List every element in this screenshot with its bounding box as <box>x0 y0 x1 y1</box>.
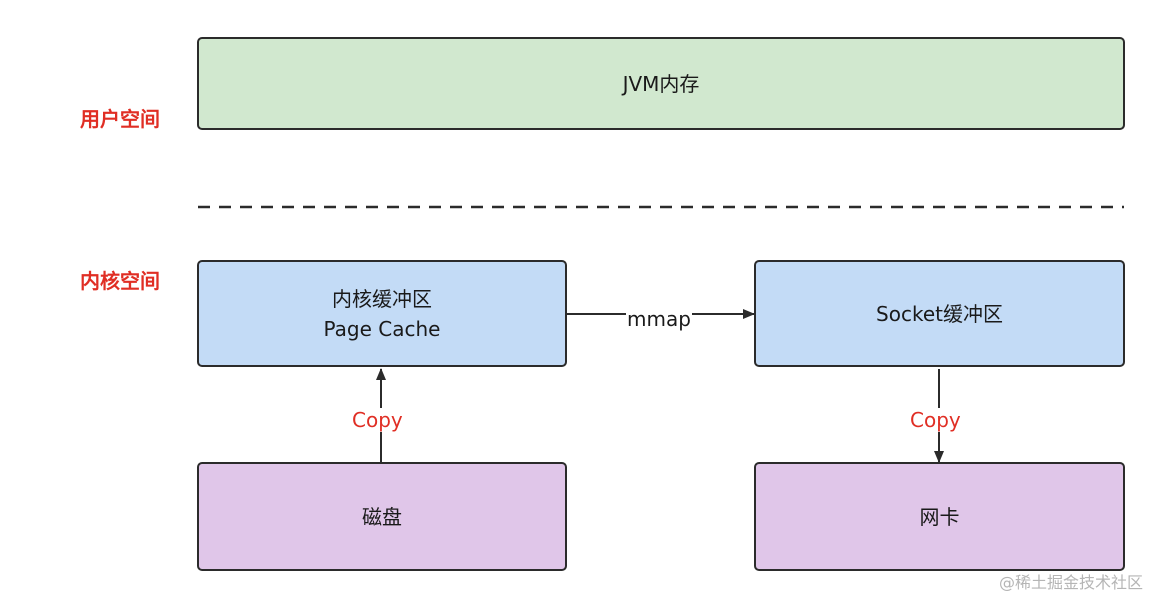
kernel-buffer-title: 内核缓冲区 <box>332 286 432 311</box>
jvm-memory-text: JVM内存 <box>622 71 700 96</box>
nic-text: 网卡 <box>919 504 960 529</box>
nic-box: 网卡 <box>754 462 1125 571</box>
copy-label-nic: Copy <box>910 408 961 432</box>
socket-buffer-box: Socket缓冲区 <box>754 260 1125 367</box>
kernel-buffer-box: 内核缓冲区 Page Cache <box>197 260 567 367</box>
user-space-label: 用户空间 <box>80 107 160 131</box>
disk-text: 磁盘 <box>362 504 402 529</box>
disk-box: 磁盘 <box>197 462 567 571</box>
watermark-text: @稀土掘金技术社区 <box>998 573 1143 592</box>
copy-label-disk: Copy <box>352 408 403 432</box>
page-cache-text: Page Cache <box>323 316 441 341</box>
jvm-memory-box: JVM内存 <box>197 37 1125 130</box>
mmap-label: mmap <box>626 307 692 331</box>
kernel-space-label: 内核空间 <box>80 269 160 293</box>
socket-buffer-text: Socket缓冲区 <box>876 301 1003 326</box>
